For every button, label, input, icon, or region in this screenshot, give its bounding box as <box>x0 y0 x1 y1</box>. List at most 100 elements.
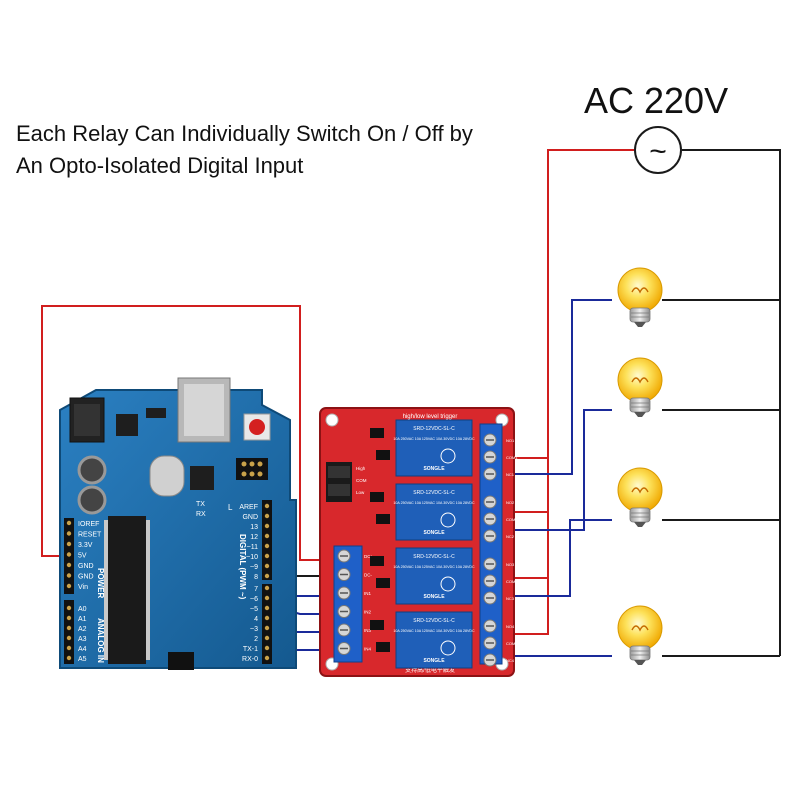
transistor <box>376 450 390 460</box>
digital-pin-label: ~10 <box>246 554 258 561</box>
digital-pin-label: ~6 <box>250 596 258 603</box>
jumper-label: COM <box>356 478 367 483</box>
ac-symbol: ~ <box>649 135 667 168</box>
jumper-label: Low <box>356 490 365 495</box>
output-terminal-label: NC1 <box>506 472 515 477</box>
digital-pin-label: RX-0 <box>242 656 258 663</box>
analog-pin-label: A5 <box>78 656 87 663</box>
output-terminal-label: COM4 <box>506 641 518 646</box>
output-terminal-screw[interactable] <box>483 512 497 526</box>
ac-voltage-label: AC 220V <box>584 80 729 121</box>
reset-button[interactable] <box>243 413 271 441</box>
relay-brand-label: SONGLE <box>423 466 445 472</box>
input-terminal-label: DC- <box>364 573 372 578</box>
power-section-label: POWER <box>96 568 105 598</box>
input-terminal-screw[interactable] <box>337 605 351 618</box>
input-terminal-screw[interactable] <box>337 586 351 600</box>
digital-pin-label: 2 <box>254 636 258 643</box>
digital-pin-label: 8 <box>254 574 258 581</box>
relay-brand-label: SONGLE <box>423 594 445 600</box>
analog-pin-label: A2 <box>78 626 87 633</box>
light-bulb-2 <box>617 357 663 417</box>
output-terminal-label: NO4 <box>506 624 515 629</box>
analog-pin-label: A3 <box>78 636 87 643</box>
power-pin-label: 5V <box>78 553 87 560</box>
digital-pin-label: GND <box>242 514 258 521</box>
usb-chip <box>190 466 214 490</box>
digital-pin-label: 12 <box>250 534 258 541</box>
relays: SRD-12VDC-SL-C 10A 250VAC 10A 125VAC 10A … <box>370 419 475 669</box>
output-terminal-screw[interactable] <box>483 433 497 447</box>
digital-pin-label: TX-1 <box>243 646 258 653</box>
digital-header-bottom <box>262 584 272 664</box>
optocoupler <box>370 428 384 438</box>
output-terminal-screw[interactable] <box>483 636 497 650</box>
icsp-header <box>236 458 268 480</box>
digital-pin-label: ~3 <box>250 626 258 633</box>
analog-pin-label: A0 <box>78 606 87 613</box>
output-terminal-screw[interactable] <box>483 619 497 633</box>
relay-brand-label: SONGLE <box>423 530 445 536</box>
capacitor <box>77 455 107 485</box>
trigger-jumper[interactable] <box>326 462 352 502</box>
l-led-label: L <box>228 503 233 512</box>
output-terminal-label: NC2 <box>506 534 515 539</box>
relay-rating-label: 10A 250VAC 10A 125VAC 10A 30VDC 10A 28VD… <box>393 437 475 441</box>
power-pin-label: RESET <box>78 532 102 539</box>
input-terminal-label: IN3 <box>364 628 372 633</box>
arduino-pin-labels: IOREFRESET3.3V5VGNDGNDVinA0A1A2A3A4A5ARE… <box>66 503 270 663</box>
digital-pin-label: ~9 <box>250 564 258 571</box>
output-terminal-screw[interactable] <box>483 529 497 543</box>
caption: Each Relay Can Individually Switch On / … <box>16 118 576 182</box>
optocoupler <box>370 556 384 566</box>
relay-rating-label: 10A 250VAC 10A 125VAC 10A 30VDC 10A 28VD… <box>393 501 475 505</box>
power-pin-label: Vin <box>78 584 88 591</box>
input-terminal-screw[interactable] <box>337 623 351 637</box>
output-terminal-screw[interactable] <box>483 574 497 588</box>
jumper-label: High <box>356 466 366 471</box>
relay-module: high/low level trigger 支持高/低电平触发 DC+DC-I… <box>319 407 518 677</box>
digital-pin-label: 4 <box>254 616 258 623</box>
output-terminal-screw[interactable] <box>483 653 497 667</box>
digital-pin-label: ~5 <box>250 606 258 613</box>
ac-neutral-wire <box>682 149 781 656</box>
caption-line-1: Each Relay Can Individually Switch On / … <box>16 121 473 146</box>
relay-model-label: SRD-12VDC-SL-C <box>413 554 455 560</box>
output-terminal-screw[interactable] <box>483 591 497 605</box>
transistor <box>376 642 390 652</box>
input-terminal-screw[interactable] <box>337 549 351 563</box>
input-terminal-label: IN2 <box>364 610 372 615</box>
vcc-wire <box>41 305 336 561</box>
icsp-header-bottom <box>168 652 194 670</box>
analog-pin-label: A4 <box>78 646 87 653</box>
output-terminal-screw[interactable] <box>483 467 497 481</box>
ac-live-wire <box>494 149 634 635</box>
load-wire-1 <box>494 299 612 475</box>
load-wire-2 <box>494 409 612 531</box>
output-terminal-screw[interactable] <box>483 557 497 571</box>
voltage-regulator <box>116 414 138 436</box>
tx-label: TX <box>196 501 205 508</box>
input-terminal-screw[interactable] <box>337 642 351 655</box>
rx-label: RX <box>196 511 206 518</box>
relay-rating-label: 10A 250VAC 10A 125VAC 10A 30VDC 10A 28VD… <box>393 629 475 633</box>
optocoupler <box>370 620 384 630</box>
output-terminal-screw[interactable] <box>483 450 497 464</box>
atmega-chip <box>104 516 150 664</box>
output-terminal-screw[interactable] <box>483 495 497 509</box>
analog-section-label: ANALOG IN <box>96 618 105 663</box>
relay-bottom-text: 支持高/低电平触发 <box>405 666 455 674</box>
analog-header <box>64 600 74 664</box>
capacitor <box>77 485 107 515</box>
light-bulb-1 <box>617 267 663 327</box>
transistor <box>376 578 390 588</box>
optocoupler <box>370 492 384 502</box>
transistor <box>376 514 390 524</box>
input-terminal-label: IN4 <box>364 647 372 652</box>
input-terminal-screw[interactable] <box>337 568 351 581</box>
relay-model-label: SRD-12VDC-SL-C <box>413 618 455 624</box>
